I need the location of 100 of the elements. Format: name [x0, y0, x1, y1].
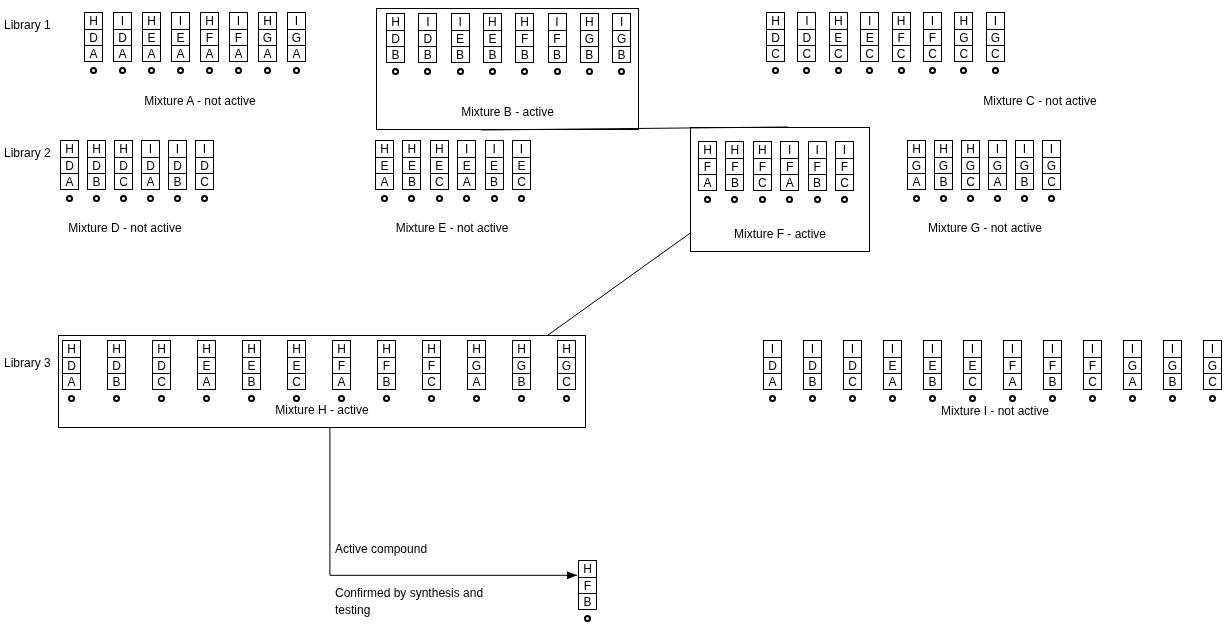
building-block-cell: F: [924, 29, 941, 45]
compound-stack: [418, 13, 438, 63]
compound-stack: [142, 12, 161, 62]
building-block-cell-text: H: [965, 141, 976, 157]
building-block-cell-text: I: [177, 13, 184, 29]
building-block-cell: C: [558, 373, 575, 389]
building-block-cell: B: [451, 46, 469, 62]
building-block-cell: G: [1124, 357, 1141, 373]
building-block-cell: E: [458, 157, 476, 173]
mixture-caption: Mixture F - active: [733, 226, 827, 243]
building-block-cell-text: H: [471, 341, 482, 357]
building-block-cell: A: [85, 45, 102, 61]
building-block-cell-text: H: [911, 141, 922, 157]
compound-stack: [512, 340, 531, 390]
building-block-cell: A: [172, 45, 189, 61]
building-block-cell-text: H: [832, 13, 844, 29]
caption-text: Mixture G - not active: [926, 220, 1043, 237]
building-block-cell-text: I: [491, 141, 497, 157]
building-block-cell-text: I: [1049, 341, 1056, 357]
building-block-cell: A: [699, 174, 716, 190]
building-block-cell: B: [1164, 373, 1181, 389]
building-block-cell: C: [196, 173, 213, 189]
compound-stack: [229, 12, 248, 62]
building-block-cell-text: I: [841, 142, 848, 158]
building-block-cell-text: H: [66, 341, 77, 357]
building-block-cell-text: I: [889, 341, 896, 357]
building-block-cell-text: H: [156, 341, 167, 357]
building-block-cell: F: [579, 577, 596, 593]
compound-stack: [963, 340, 982, 390]
building-block-cell: F: [726, 158, 744, 174]
building-block-cell: C: [836, 174, 853, 190]
building-block-cell: D: [114, 29, 131, 45]
building-block-cell: D: [419, 30, 437, 46]
building-block-cell-text: I: [867, 13, 873, 29]
building-block-cell-text: I: [994, 141, 1001, 157]
compound-stack: [1042, 140, 1061, 190]
compound-stack: [988, 140, 1007, 190]
building-block-cell: C: [962, 173, 979, 189]
building-block-cell: A: [259, 45, 276, 61]
building-block-cell-text: I: [809, 341, 816, 357]
building-block-cell-text: I: [849, 341, 856, 357]
building-block-cell: C: [753, 174, 771, 190]
building-block-cell: B: [419, 46, 437, 62]
building-block-cell: E: [198, 357, 215, 373]
building-block-cell: B: [243, 373, 260, 389]
building-block-cell-text: H: [561, 341, 572, 357]
building-block-cell: A: [142, 173, 159, 189]
building-block-cell-text: H: [262, 13, 273, 29]
compound-stack: [752, 141, 772, 191]
building-block-cell-text: I: [174, 141, 181, 157]
building-block-cell: B: [516, 46, 534, 62]
building-block-cell-text: I: [464, 141, 470, 157]
building-block-cell-text: H: [246, 341, 257, 357]
compound-stack: [200, 12, 219, 62]
building-block-cell: B: [804, 373, 821, 389]
building-block-cell-text: H: [938, 141, 949, 157]
caption-text: Confirmed by synthesis and testing: [335, 585, 485, 619]
compound-stack: [725, 141, 745, 191]
compound-stack: [807, 141, 827, 191]
building-block-cell: C: [430, 173, 448, 189]
building-block-cell: F: [892, 29, 910, 45]
compound-stack: [954, 12, 974, 62]
building-block-cell: C: [115, 173, 132, 189]
building-block-cell-text: H: [519, 14, 530, 30]
building-block-cell: F: [1084, 357, 1101, 373]
building-block-cell-text: H: [379, 141, 390, 157]
building-block-cell-text: I: [787, 142, 793, 158]
building-block-cell-text: I: [618, 14, 625, 30]
building-block-cell: C: [924, 45, 941, 61]
building-block-cell-text: H: [487, 14, 498, 30]
connector-line: [480, 126, 789, 131]
building-block-cell: F: [753, 158, 771, 174]
compound-stack: [377, 340, 396, 390]
building-block-cell-text: I: [1169, 341, 1176, 357]
building-block-cell: B: [387, 46, 404, 62]
building-block-cell: B: [485, 173, 503, 189]
building-block-cell: C: [964, 373, 981, 389]
compound-stack: [1015, 140, 1034, 190]
compound-stack: [457, 140, 477, 190]
compound-stack: [985, 12, 1005, 62]
building-block-cell: E: [861, 29, 879, 45]
building-block-cell: E: [288, 357, 305, 373]
building-block-cell-text: H: [381, 341, 392, 357]
building-block-cell: C: [829, 45, 847, 61]
building-block-cell: B: [169, 173, 186, 189]
building-block-cell: B: [1044, 373, 1061, 389]
building-block-cell: D: [115, 157, 132, 173]
caption-text: Mixture E - not active: [394, 220, 510, 237]
compound-stack: [482, 13, 502, 63]
building-block-cell-text: H: [336, 341, 347, 357]
compound-stack: [114, 140, 133, 190]
building-block-cell: A: [1124, 373, 1141, 389]
building-block-cell-text: I: [293, 13, 300, 29]
building-block-cell: D: [88, 157, 105, 173]
compound-stack: [332, 340, 351, 390]
building-block-cell-text: I: [1129, 341, 1136, 357]
building-block-cell-text: H: [88, 13, 99, 29]
building-block-cell: F: [781, 158, 799, 174]
building-block-cell: E: [172, 29, 189, 45]
building-block-cell: A: [908, 173, 925, 189]
